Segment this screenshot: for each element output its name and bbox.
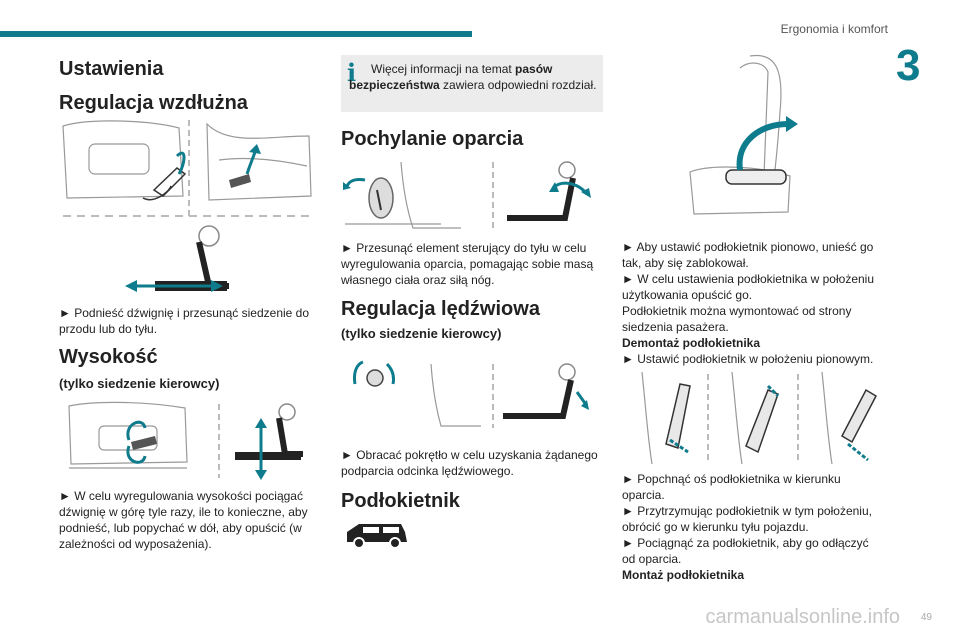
heading-lumbar: Regulacja lędźwiowa [341, 298, 540, 320]
subheading-height: (tylko siedzenie kierowcy) [59, 376, 220, 391]
text-height: ► W celu wyregulowania wysokości pociąga… [59, 489, 308, 551]
heading-height: Wysokość [59, 346, 158, 368]
armrest-seat-illustration [689, 54, 798, 215]
page-number: 49 [920, 612, 932, 623]
text-lumbar: ► Obracać pokrętło w celu uzyskania żąda… [341, 448, 598, 478]
text-longitudinal: ► Podnieść dźwignię i przesunąć siedzeni… [59, 306, 310, 336]
heading-armrest: Podłokietnik [341, 490, 460, 512]
text-remove-step2: ► Popchnąć oś podłokietnika w kierunku o… [622, 472, 841, 502]
heading-settings: Ustawienia [59, 58, 164, 80]
seat-longitudinal-illustration [62, 120, 313, 292]
van-icon [347, 524, 407, 549]
info-text-post: zawiera odpowiedni rozdział. [439, 78, 597, 92]
armrest-removal-illustration [641, 371, 877, 465]
text-armrest-removable: Podłokietnik można wymontować od strony … [622, 304, 852, 334]
text-armrest-up: ► Aby ustawić podłokietnik pionowo, unie… [622, 240, 874, 270]
info-text-bold: pasów bezpieczeństwa [349, 62, 553, 92]
section-title: Ergonomia i komfort [780, 22, 888, 36]
text-remove-step3: ► Przytrzymując podłokietnik w tym położ… [622, 504, 872, 534]
text-remove-step4: ► Pociągnąć za podłokietnik, aby go odłą… [622, 536, 869, 566]
subheading-lumbar: (tylko siedzenie kierowcy) [341, 326, 502, 341]
heading-longitudinal: Regulacja wzdłużna [59, 92, 248, 114]
heading-backrest: Pochylanie oparcia [341, 128, 524, 150]
info-text: Więcej informacji na temat pasów bezpiec… [349, 61, 599, 93]
watermark: carmanualsonline.info [705, 606, 900, 628]
text-backrest: ► Przesunąć element sterujący do tyłu w … [341, 241, 594, 287]
text-remove-step1: ► Ustawić podłokietnik w położeniu piono… [622, 352, 874, 366]
heading-remove-armrest: Demontaż podłokietnika [622, 336, 761, 350]
text-armrest-down: ► W celu ustawienia podłokietnika w poło… [622, 272, 875, 302]
lumbar-adjust-illustration [353, 360, 589, 428]
heading-mount-armrest: Montaż podłokietnika [622, 568, 745, 582]
top-accent-bar [0, 31, 472, 37]
chapter-number: 3 [896, 41, 921, 90]
seat-height-illustration [68, 401, 303, 480]
info-box: i Więcej informacji na temat pasów bezpi… [341, 55, 603, 112]
info-text-pre: Więcej informacji na temat [371, 62, 516, 76]
info-icon: i [347, 58, 357, 87]
backrest-tilt-illustration [343, 161, 591, 232]
